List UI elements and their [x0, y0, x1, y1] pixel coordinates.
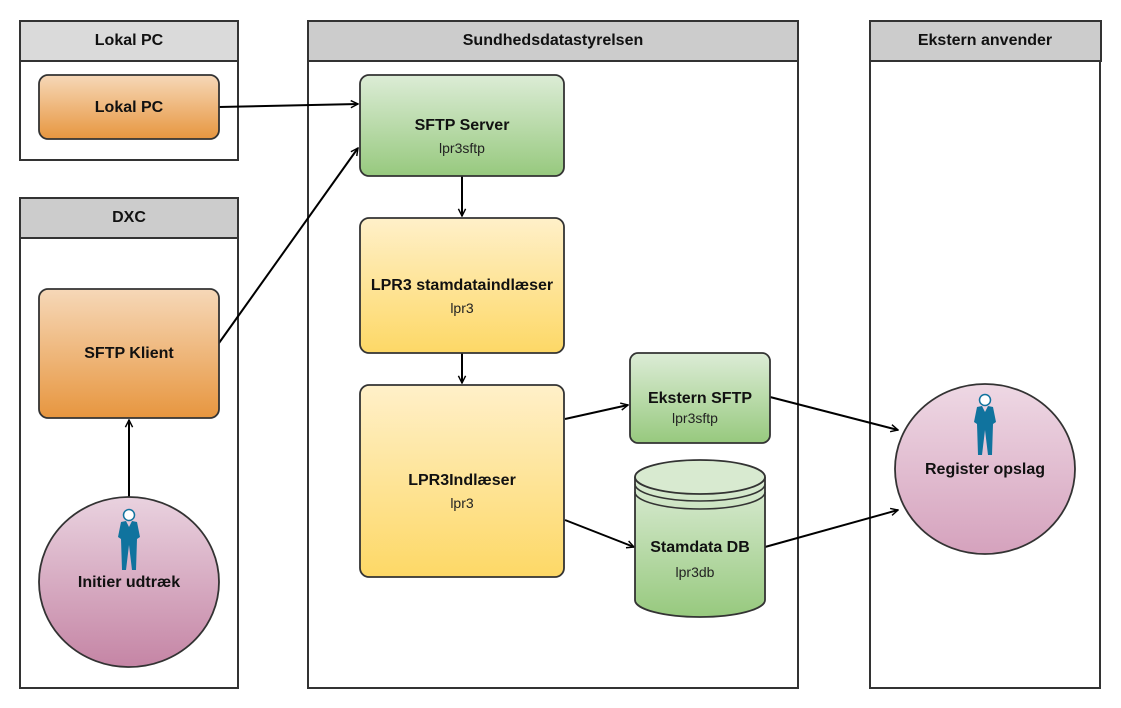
node-title: LPR3Indlæser: [408, 472, 516, 489]
lane-header: [19, 197, 239, 239]
node-sftp-klient[interactable]: SFTP Klient: [38, 288, 220, 419]
node-subtitle: lpr3sftp: [672, 410, 718, 426]
person-icon: [974, 393, 996, 455]
lane-title: Sundhedsdatastyrelsen: [463, 32, 644, 49]
node-title: Stamdata DB: [650, 539, 750, 556]
node-register-opslag[interactable]: Register opslag: [894, 383, 1076, 555]
node-subtitle: lpr3: [450, 300, 474, 316]
node-title: SFTP Klient: [84, 345, 174, 362]
lane-header: [869, 20, 1102, 62]
edge-lpr3indlaeser-to-stamdatadb: [564, 519, 634, 547]
node-title: LPR3 stamdataindlæser: [371, 277, 553, 294]
node-title: Register opslag: [925, 461, 1045, 478]
node-title: Lokal PC: [95, 99, 164, 116]
node-subtitle: lpr3sftp: [439, 140, 485, 156]
node-title: Initier udtræk: [78, 574, 180, 591]
node-ekstern-sftp[interactable]: Ekstern SFTP lpr3sftp: [629, 352, 771, 444]
lane-header: [307, 20, 799, 62]
node-subtitle: lpr3db: [676, 564, 715, 580]
edge-stamdatadb-to-register: [764, 510, 898, 548]
node-subtitle: lpr3: [450, 495, 474, 511]
node-lpr3-stamdataindlaeser[interactable]: LPR3 stamdataindlæser lpr3: [359, 217, 565, 354]
node-initier-udtraek[interactable]: Initier udtræk: [38, 496, 220, 668]
lane-ekstern-anvender: Ekstern anvender: [869, 20, 1102, 689]
edge-lokalpc-to-sftpserver: [218, 104, 358, 107]
edge-eksternsftp-to-register: [769, 396, 898, 430]
node-lokal-pc[interactable]: Lokal PC: [38, 74, 220, 140]
lane-header: [19, 20, 239, 62]
node-stamdata-db[interactable]: Stamdata DB lpr3db: [634, 459, 766, 618]
lane-title: Ekstern anvender: [918, 32, 1052, 49]
node-sftp-server[interactable]: SFTP Server lpr3sftp: [359, 74, 565, 177]
edge-lpr3indlaeser-to-eksternsftp: [564, 405, 628, 420]
node-lpr3indlaeser[interactable]: LPR3Indlæser lpr3: [359, 384, 565, 578]
node-title: Ekstern SFTP: [648, 390, 752, 407]
lane-title: Lokal PC: [95, 32, 164, 49]
edges: [129, 104, 898, 547]
person-icon: [118, 508, 140, 570]
lane-title: DXC: [112, 209, 146, 226]
database-icon: [634, 459, 766, 495]
node-title: SFTP Server: [415, 117, 510, 134]
edge-sftpklient-to-sftpserver: [218, 148, 358, 344]
